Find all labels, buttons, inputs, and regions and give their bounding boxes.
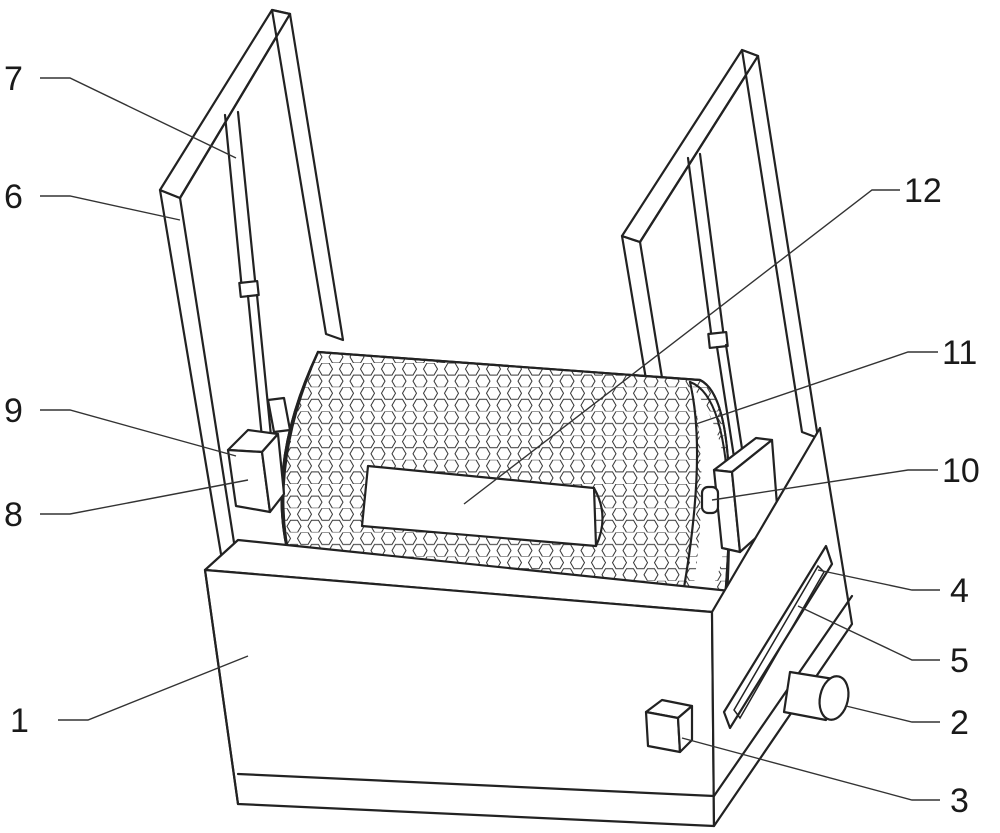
label-6: 6 — [4, 178, 23, 216]
leader-lines — [40, 77, 940, 801]
right-bearing-block — [700, 436, 780, 554]
left-bearing-block — [226, 396, 292, 514]
left-frame — [158, 8, 345, 570]
label-9: 9 — [4, 392, 23, 430]
side-slot — [722, 544, 834, 730]
label-1: 1 — [10, 702, 29, 740]
label-7: 7 — [4, 60, 23, 98]
label-12: 12 — [904, 172, 942, 210]
label-3: 3 — [950, 782, 969, 820]
label-11: 11 — [942, 334, 977, 372]
outlet-pipe — [782, 670, 850, 722]
label-4: 4 — [950, 572, 969, 610]
label-10: 10 — [942, 452, 980, 490]
control-switch — [644, 698, 694, 754]
label-8: 8 — [4, 496, 23, 534]
label-5: 5 — [950, 642, 969, 680]
drum-window — [360, 464, 604, 548]
left-telescopic-rod — [223, 110, 273, 440]
label-2: 2 — [950, 704, 969, 742]
